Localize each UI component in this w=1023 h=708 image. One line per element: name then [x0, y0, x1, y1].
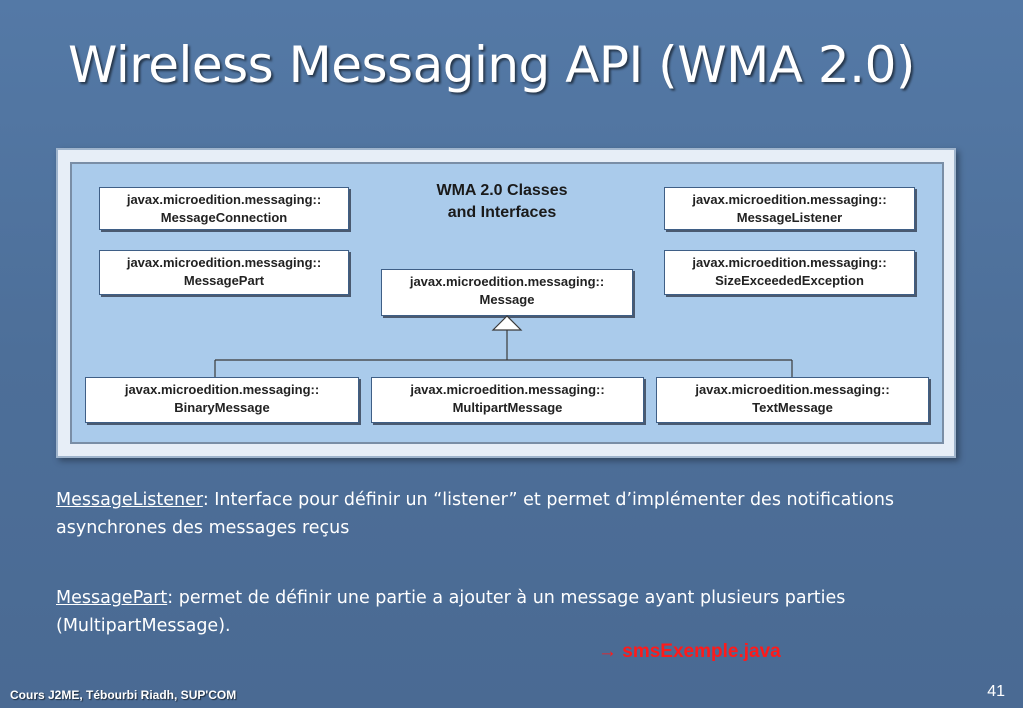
class-package: javax.microedition.messaging::	[124, 382, 320, 397]
note-term: MessagePart	[56, 588, 168, 608]
class-package: javax.microedition.messaging::	[126, 255, 322, 270]
slide-footer: Cours J2ME, Tébourbi Riadh, SUP'COM	[10, 688, 237, 702]
note-text: : Interface pour définir un “listener” e…	[56, 490, 895, 538]
class-name: MessagePart	[183, 273, 265, 288]
note-message-listener: MessageListener: Interface pour définir …	[56, 486, 936, 542]
class-package: javax.microedition.messaging::	[410, 382, 605, 397]
class-package: javax.microedition.messaging::	[126, 192, 322, 207]
class-binary-message: javax.microedition.messaging:: BinaryMes…	[85, 377, 359, 423]
diagram-heading-line1: WMA 2.0 Classes	[436, 182, 568, 199]
diagram-heading-line2: and Interfaces	[447, 204, 557, 221]
class-multipart-message: javax.microedition.messaging:: Multipart…	[371, 377, 644, 423]
class-size-exceeded-exception: javax.microedition.messaging:: SizeExcee…	[664, 250, 915, 295]
class-message-listener: javax.microedition.messaging:: MessageLi…	[664, 187, 915, 230]
example-filename: smsExemple.java	[622, 641, 781, 662]
class-name: SizeExceededException	[715, 273, 864, 288]
example-file-reference[interactable]: → smsExemple.java	[598, 641, 781, 663]
slide-title: Wireless Messaging API (WMA 2.0)	[68, 36, 915, 94]
arrow-right-icon: →	[598, 641, 617, 662]
diagram-heading: WMA 2.0 Classes and Interfaces	[397, 180, 607, 224]
inheritance-arrowhead	[491, 315, 523, 331]
class-package: javax.microedition.messaging::	[692, 192, 887, 207]
class-name: MessageConnection	[160, 210, 288, 225]
class-package: javax.microedition.messaging::	[692, 255, 887, 270]
class-package: javax.microedition.messaging::	[695, 382, 890, 397]
note-message-part: MessagePart: permet de définir une parti…	[56, 584, 936, 640]
class-message: javax.microedition.messaging:: Message	[381, 269, 633, 316]
diagram-canvas: WMA 2.0 Classes and Interfaces javax.mic…	[70, 162, 944, 444]
class-message-connection: javax.microedition.messaging:: MessageCo…	[99, 187, 349, 230]
class-message-part: javax.microedition.messaging:: MessagePa…	[99, 250, 349, 295]
class-name: BinaryMessage	[174, 400, 270, 415]
class-name: MessageListener	[736, 210, 843, 225]
inheritance-connectors	[214, 315, 793, 377]
class-diagram: WMA 2.0 Classes and Interfaces javax.mic…	[56, 148, 956, 458]
slide-number: 41	[987, 683, 1005, 700]
class-name: MultipartMessage	[452, 400, 563, 415]
class-text-message: javax.microedition.messaging:: TextMessa…	[656, 377, 929, 423]
note-text: : permet de définir une partie a ajouter…	[56, 588, 846, 636]
class-package: javax.microedition.messaging::	[409, 274, 605, 289]
note-term: MessageListener	[56, 490, 203, 510]
class-name: TextMessage	[752, 400, 833, 415]
class-name: Message	[479, 292, 535, 307]
